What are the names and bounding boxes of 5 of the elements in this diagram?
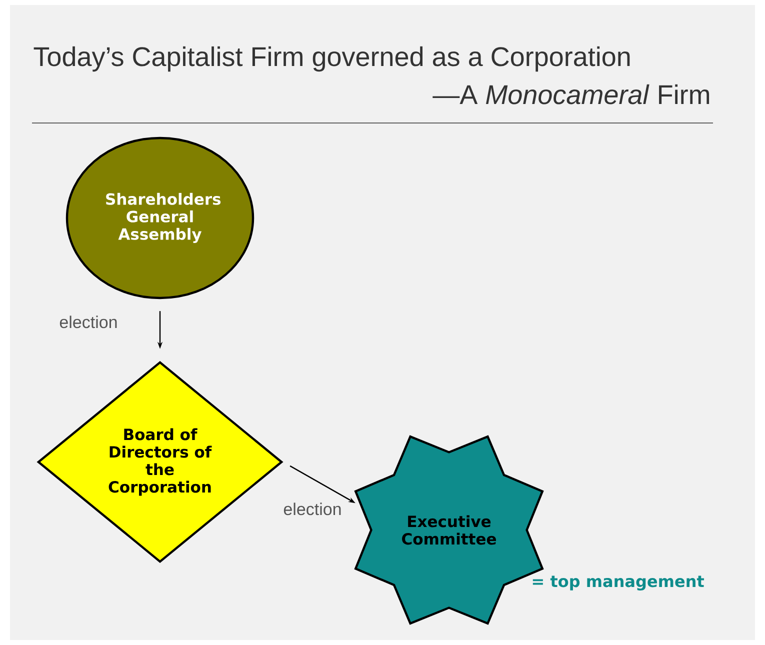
edge-label: election bbox=[284, 502, 341, 516]
edge-label: election bbox=[60, 316, 117, 328]
subtitle: —A Monocameral Firm bbox=[432, 84, 710, 104]
title: Today’s Capitalist Firm governed as a Corporation bbox=[34, 46, 630, 72]
oval-node: Shareholders General Assembly bbox=[66, 136, 254, 300]
